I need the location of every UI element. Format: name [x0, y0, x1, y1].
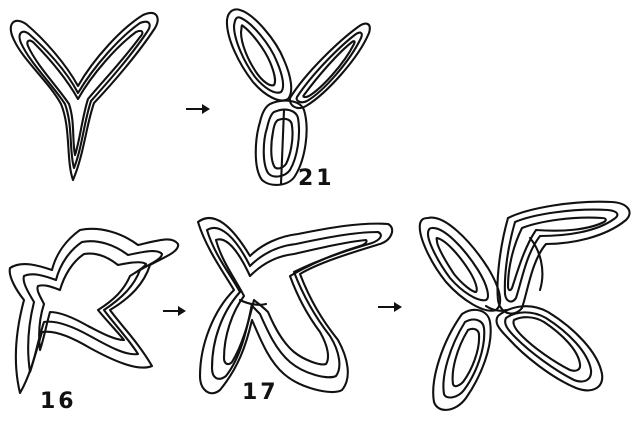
- figure-17-middle: [207, 228, 381, 379]
- three-lobe-upper-right-outer: [290, 24, 370, 108]
- figure-label-17: 17: [242, 380, 279, 405]
- arrow-1: [186, 104, 210, 114]
- arrow-3: [378, 302, 402, 312]
- figure-16-middle: [24, 241, 162, 372]
- four-lobe-upper-right-inner: [508, 218, 606, 291]
- four-lobe-lower-right-outer: [496, 306, 602, 390]
- arrow-2: [163, 306, 186, 316]
- figure-16-form: [10, 229, 178, 393]
- figure-17-inner: [216, 239, 367, 364]
- figure-label-16: 16: [40, 389, 77, 414]
- three-lobe-lower-divider: [281, 110, 284, 184]
- figure-label-21: 21: [298, 166, 335, 191]
- y-form-before: [11, 13, 158, 180]
- three-lobe-form: [227, 9, 370, 185]
- three-lobe-upper-left-outer: [227, 9, 291, 100]
- four-lobe-upper-right-fold: [530, 238, 542, 290]
- y-form-before-middle: [20, 22, 150, 168]
- four-lobe-form: [420, 202, 630, 410]
- figure-17-form: [198, 218, 392, 393]
